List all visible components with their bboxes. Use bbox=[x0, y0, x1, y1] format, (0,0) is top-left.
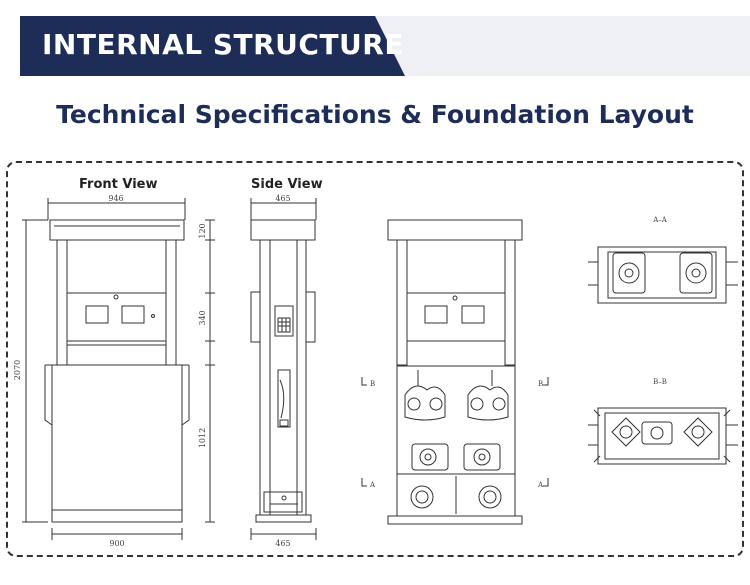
header-band: INTERNAL STRUCTURE bbox=[20, 16, 750, 76]
diagram-frame bbox=[6, 161, 744, 557]
front-width-bottom-text: 900 bbox=[109, 539, 124, 548]
section-mark-a-left: A bbox=[369, 481, 376, 489]
front-width-top-text: 946 bbox=[108, 194, 123, 203]
section-mark-a-right: A bbox=[537, 481, 544, 489]
section-mark-b-right: B bbox=[538, 380, 543, 388]
front-height-total-text: 2070 bbox=[13, 360, 22, 380]
section-aa-label: A–A bbox=[652, 216, 668, 224]
front-top-section-text: 120 bbox=[198, 223, 207, 238]
header-title: INTERNAL STRUCTURE bbox=[42, 28, 404, 61]
front-middle-section-text: 340 bbox=[198, 310, 207, 325]
front-lower-section-text: 1012 bbox=[198, 428, 207, 448]
header-tab bbox=[20, 16, 405, 76]
side-width-top-text: 465 bbox=[275, 194, 290, 203]
section-bb-label: B–B bbox=[653, 378, 667, 386]
front-view-drawing bbox=[22, 198, 215, 540]
side-width-bottom-text: 465 bbox=[275, 539, 290, 548]
front-view-label: Front View bbox=[79, 177, 158, 192]
page-title: Technical Specifications & Foundation La… bbox=[56, 100, 694, 129]
side-view-label: Side View bbox=[251, 177, 323, 192]
section-mark-b-left: B bbox=[370, 380, 375, 388]
section-aa-drawing bbox=[588, 246, 738, 304]
internal-view-drawing bbox=[361, 219, 549, 525]
side-view-drawing bbox=[250, 198, 317, 540]
section-bb-drawing bbox=[588, 407, 738, 465]
